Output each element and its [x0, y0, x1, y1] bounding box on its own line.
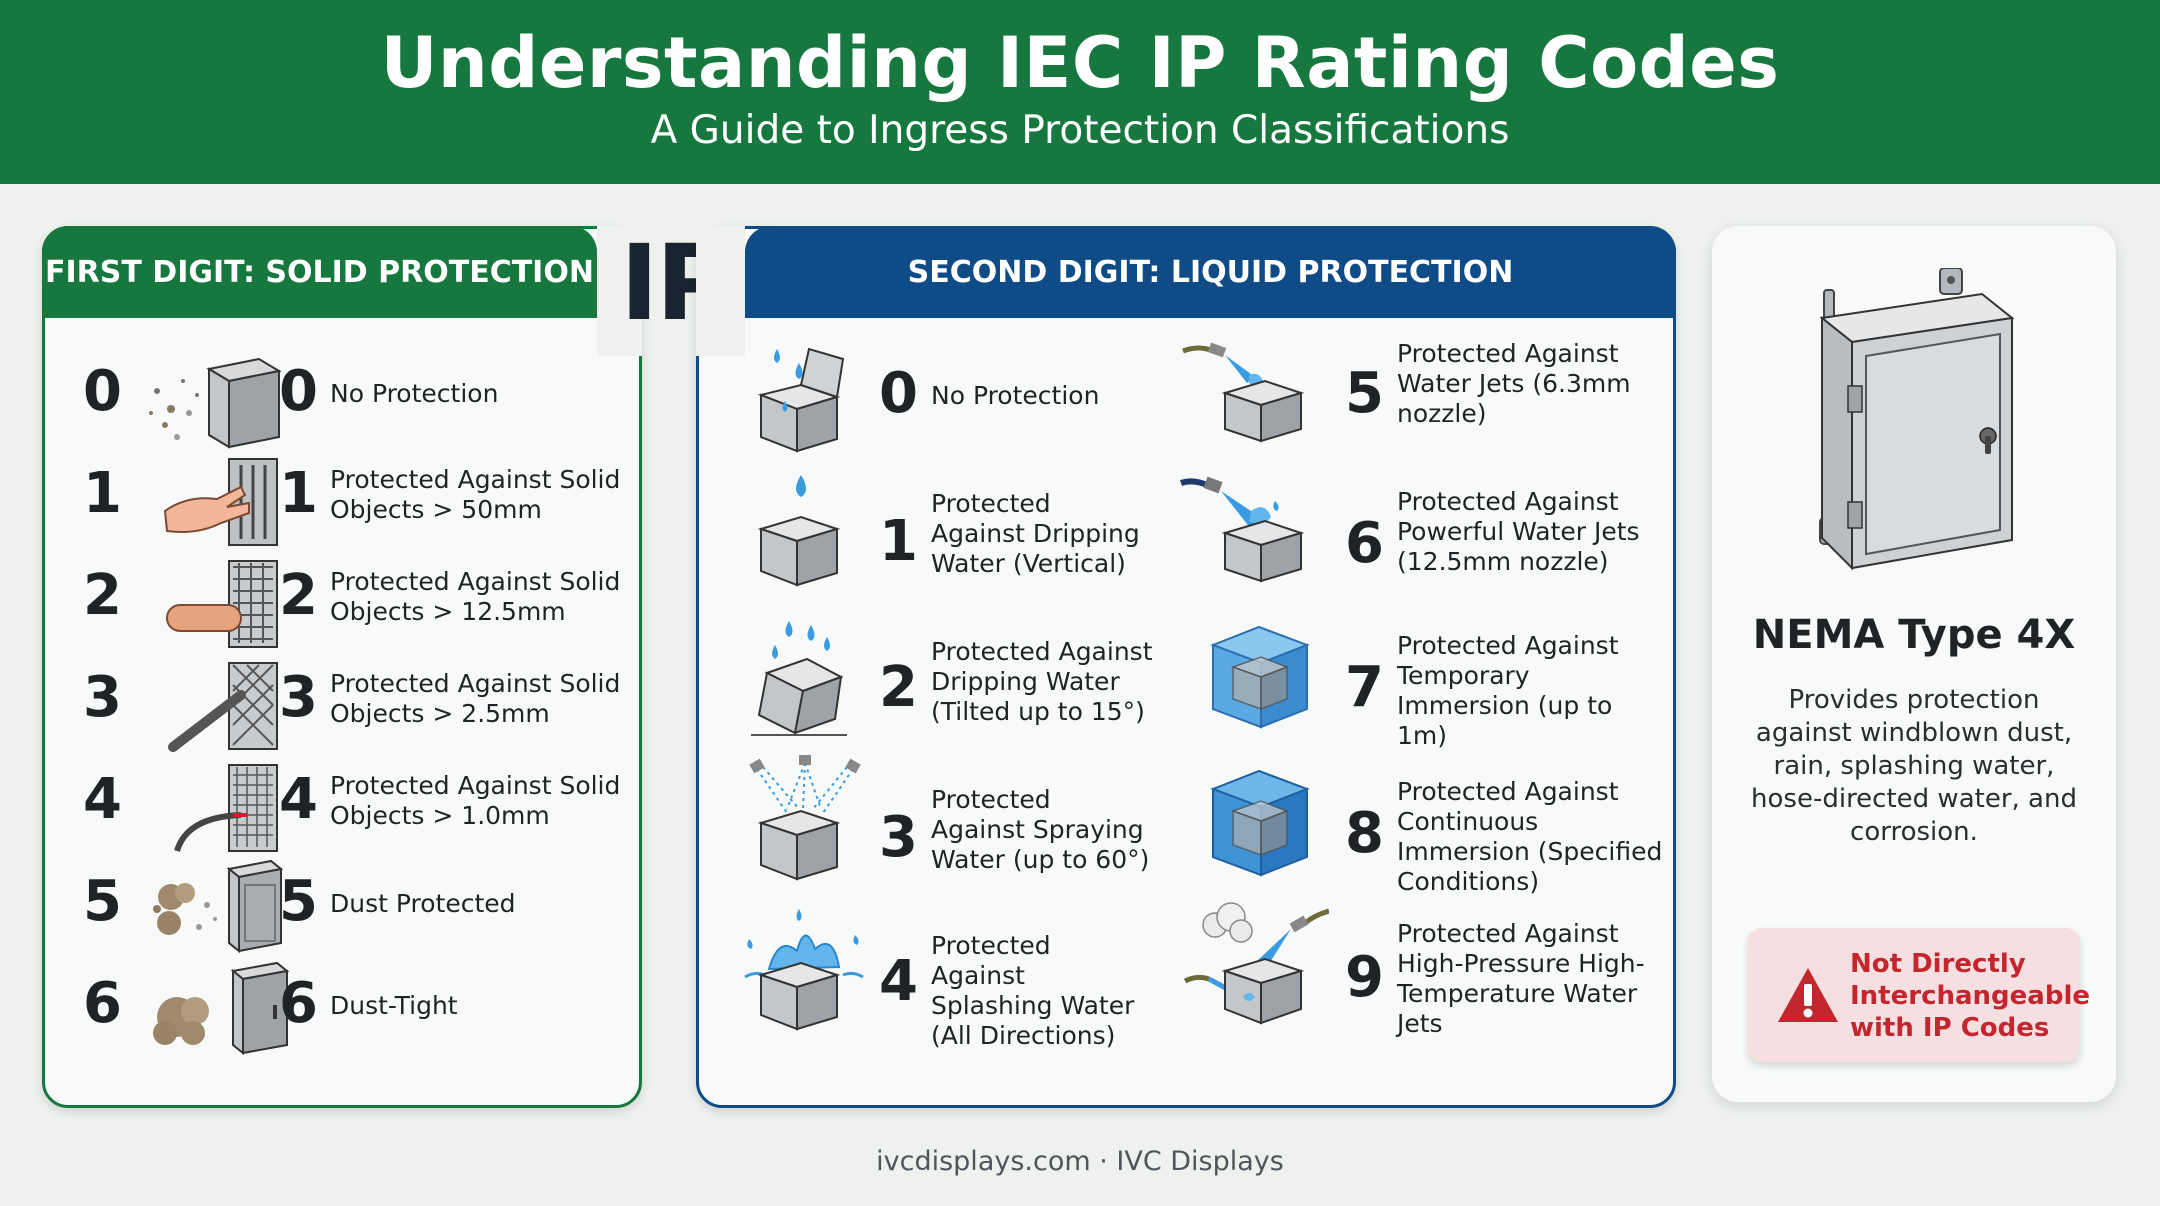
panel-notch: [696, 226, 745, 356]
nema-description: Provides protection against windblown du…: [1751, 685, 2077, 847]
solid-row-0: 0 0 No Protection: [45, 357, 639, 451]
liquid-label: Protected Against Dripping Water (Tilted…: [931, 637, 1153, 726]
liquid-panel-heading: SECOND DIGIT: LIQUID PROTECTION: [745, 226, 1676, 318]
solid-digit: 6: [279, 971, 318, 1036]
solid-label: Dust Protected: [330, 889, 516, 918]
liquid-row-7: 7 Protected Against Temporary Immersion …: [1179, 625, 1669, 750]
immersion-icon: [1210, 625, 1310, 729]
solid-digit-left: 0: [83, 359, 122, 424]
solid-digit: 5: [279, 869, 318, 934]
liquid-row-5: 5 Protected Against Water Jets (6.3mm no…: [1179, 339, 1669, 459]
solid-panel-heading: FIRST DIGIT: SOLID PROTECTION: [42, 226, 597, 318]
liquid-digit: 7: [1345, 655, 1384, 720]
panel-notch: [597, 226, 642, 356]
liquid-row-6: 6 Protected Against Powerful Water Jets …: [1179, 476, 1669, 603]
open-box-drops-icon: [757, 347, 845, 453]
liquid-label: Protected Against Temporary Immersion (u…: [1397, 631, 1619, 750]
water-jet-icon: [1182, 342, 1305, 443]
solid-digit-left: 1: [83, 461, 122, 526]
dust-box-icon: [149, 357, 282, 449]
liquid-label: Protected Against Continuous Immersion (…: [1397, 777, 1663, 896]
enclosure-icon: [1819, 268, 2015, 571]
solid-digit-left: 5: [83, 869, 122, 934]
solid-label: Dust-Tight: [330, 991, 458, 1020]
footer-credit: ivcdisplays.com · IVC Displays: [876, 1146, 1284, 1177]
liquid-label: No Protection: [931, 381, 1100, 410]
liquid-row-3: 3 Protected Against Spraying Water (up t…: [699, 755, 1179, 891]
solid-label: No Protection: [330, 379, 499, 408]
solid-digit: 1: [279, 461, 318, 526]
spray-icon: [749, 755, 861, 881]
continuous-immersion-icon: [1210, 769, 1310, 877]
liquid-digit: 4: [879, 949, 918, 1014]
liquid-label: Protected Against Water Jets (6.3mm nozz…: [1397, 339, 1631, 428]
nema-title: NEMA Type 4X: [1752, 612, 2076, 658]
solid-row-4: 4 4 Protected Against Solid Objects > 1.…: [45, 764, 639, 859]
solid-row-1: 1 1 Protected Against Solid Objects > 50…: [45, 458, 639, 553]
solid-digit: 3: [279, 665, 318, 730]
solid-digit-left: 2: [83, 563, 122, 628]
hand-grille-icon: [163, 458, 278, 546]
liquid-row-9: 9 Protected Against High-Pressure High-T…: [1179, 902, 1669, 1038]
solid-row-3: 3 3 Protected Against Solid Objects > 2.…: [45, 662, 639, 757]
page-title: Understanding IEC IP Rating Codes: [380, 22, 1780, 104]
liquid-digit: 9: [1345, 945, 1384, 1010]
solid-label: Protected Against Solid Objects > 12.5mm: [330, 567, 621, 626]
powerful-jet-icon: [1180, 476, 1305, 583]
solid-label: Protected Against Solid Objects > 50mm: [330, 465, 621, 524]
liquid-digit: 2: [879, 655, 918, 720]
sealed-cabinet-icon: [153, 961, 290, 1056]
liquid-label: Protected Against Spraying Water (up to …: [931, 785, 1150, 874]
solid-label: Protected Against Solid Objects > 1.0mm: [330, 771, 621, 830]
solid-digit: 2: [279, 563, 318, 628]
liquid-digit: 1: [879, 509, 918, 574]
solid-digit: 0: [279, 359, 318, 424]
liquid-digit: 5: [1345, 361, 1384, 426]
warning-box: Not Directly Interchangeable with IP Cod…: [1748, 928, 2090, 1062]
warning-icon: [1778, 968, 1838, 1022]
solid-label: Protected Against Solid Objects > 2.5mm: [330, 669, 621, 728]
solid-digit: 4: [279, 767, 318, 832]
solid-digit-left: 3: [83, 665, 122, 730]
solid-protection-panel: FIRST DIGIT: SOLID PROTECTION 0 0 No Pro…: [42, 226, 642, 1108]
liquid-row-2: 2 Protected Against Dripping Water (Tilt…: [699, 621, 1179, 745]
page-subtitle: A Guide to Ingress Protection Classifica…: [650, 108, 1510, 153]
liquid-row-1: 1 Protected Against Dripping Water (Vert…: [699, 475, 1179, 597]
liquid-row-8: 8 Protected Against Continuous Immersion…: [1179, 769, 1669, 896]
warning-text: Not Directly Interchangeable with IP Cod…: [1850, 949, 2090, 1043]
liquid-digit: 0: [879, 361, 918, 426]
steam-jet-icon: [1183, 902, 1329, 1025]
solid-row-6: 6 6 Dust-Tight: [45, 961, 639, 1063]
solid-digit-left: 4: [83, 767, 122, 832]
dust-cabinet-icon: [153, 859, 284, 954]
solid-row-5: 5 5 Dust Protected: [45, 859, 639, 961]
header-banner: Understanding IEC IP Rating Codes A Guid…: [0, 0, 2160, 184]
wire-grille-icon: [174, 764, 278, 852]
liquid-digit: 6: [1345, 511, 1384, 576]
liquid-digit: 8: [1345, 801, 1384, 866]
solid-row-2: 2 2 Protected Against Solid Objects > 12…: [45, 560, 639, 655]
liquid-row-0: 0 No Protection: [699, 347, 1179, 453]
splash-icon: [744, 909, 864, 1031]
liquid-label: Protected Against Splashing Water (All D…: [931, 931, 1135, 1050]
nema-panel: NEMA Type 4X Provides protection against…: [1712, 226, 2116, 1102]
solid-digit-left: 6: [83, 971, 122, 1036]
liquid-row-4: 4 Protected Against Splashing Water (All…: [699, 909, 1179, 1050]
liquid-label: Protected Against High-Pressure High-Tem…: [1397, 919, 1645, 1038]
liquid-label: Protected Against Dripping Water (Vertic…: [931, 489, 1140, 578]
finger-grille-icon: [166, 560, 278, 648]
liquid-digit: 3: [879, 805, 918, 870]
liquid-label: Protected Against Powerful Water Jets (1…: [1397, 487, 1640, 576]
tilted-drip-icon: [751, 621, 847, 736]
vertical-drip-icon: [757, 475, 841, 587]
liquid-protection-panel: SECOND DIGIT: LIQUID PROTECTION 0 No Pro…: [696, 226, 1676, 1108]
tool-grille-icon: [168, 662, 278, 752]
